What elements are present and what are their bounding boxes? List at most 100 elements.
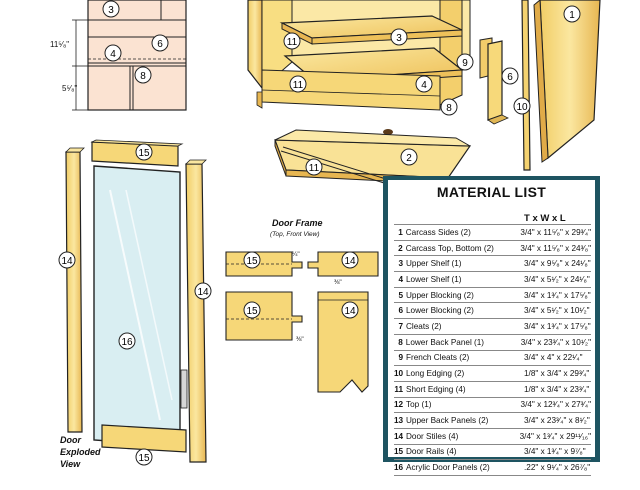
material-row-part: Lower Blocking (2) <box>406 306 474 316</box>
material-row-part: Lower Shelf (1) <box>406 274 462 284</box>
material-row-dimensions: 3/4" x 23³⁄₄" x 10¹⁄₂" <box>520 337 591 347</box>
svg-text:6: 6 <box>157 39 163 50</box>
material-row-dimensions: 3/4" x 1³⁄₄" x 9⁷⁄₈" <box>524 447 586 457</box>
callout-4-elev: 4 <box>104 44 122 62</box>
callout-14-df-bot: 14 <box>341 301 359 319</box>
long-edging <box>521 0 531 171</box>
material-list-header: T x W x L <box>524 213 566 224</box>
material-row-part: Top (1) <box>406 400 432 410</box>
callout-6-elev: 6 <box>151 34 169 52</box>
material-row-number: 4 <box>398 274 403 284</box>
back-elevation <box>72 0 187 111</box>
door-frame-detail <box>225 251 379 393</box>
svg-text:4: 4 <box>421 80 427 91</box>
callout-6-cab: 6 <box>501 67 519 85</box>
svg-text:15: 15 <box>138 148 150 159</box>
svg-text:11: 11 <box>309 163 320 174</box>
callout-14-right: 14 <box>194 282 212 300</box>
material-row-number: 5 <box>398 290 403 300</box>
material-row-part: Carcass Sides (2) <box>405 227 471 237</box>
svg-text:14: 14 <box>197 287 209 298</box>
svg-text:8: 8 <box>140 71 146 82</box>
material-row-part: French Cleats (2) <box>406 353 470 363</box>
svg-text:14: 14 <box>61 256 73 267</box>
material-row-part: Acrylic Door Panels (2) <box>406 463 490 473</box>
grommet-hole <box>383 129 393 135</box>
material-row-dimensions: 3/4" x 11⁵⁄₈" x 24³⁄₈" <box>520 243 591 253</box>
material-row-dimensions: 3/4" x 1³⁄₄" x 29¹¹⁄₁₆" <box>519 431 591 441</box>
svg-text:2: 2 <box>406 153 412 164</box>
material-row-dimensions: .22" x 9¹⁄₄" x 26⁷⁄₈" <box>524 463 591 473</box>
svg-text:8: 8 <box>446 103 452 114</box>
callout-2: 2 <box>400 148 418 166</box>
material-row-dimensions: 1/8" x 3/4" x 23³⁄₄" <box>524 384 590 394</box>
material-row-part: Upper Blocking (2) <box>406 290 474 300</box>
blocking-pieces <box>479 37 509 125</box>
material-row-dimensions: 3/4" x 23³⁄₄" x 8¹⁄₂" <box>524 416 590 426</box>
material-row-part: Upper Back Panels (2) <box>406 416 489 426</box>
svg-text:9: 9 <box>462 58 468 69</box>
svg-text:3: 3 <box>396 33 402 44</box>
callout-11-a: 11 <box>283 32 301 50</box>
callout-9: 9 <box>456 53 474 71</box>
callout-3-cab: 3 <box>390 28 408 46</box>
callout-4-cab: 4 <box>415 75 433 93</box>
callout-15-top: 15 <box>135 143 153 161</box>
material-row-dimensions: 1/8" x 3/4" x 29³⁄₄" <box>524 369 590 379</box>
material-row-number: 3 <box>398 259 403 269</box>
svg-text:1: 1 <box>569 10 575 21</box>
svg-text:6: 6 <box>507 72 513 83</box>
material-row-number: 15 <box>394 447 404 457</box>
callout-15-df-top: 15 <box>243 251 261 269</box>
carcass-side <box>533 0 601 163</box>
svg-text:15: 15 <box>246 306 258 317</box>
callout-14-df-top: 14 <box>341 251 359 269</box>
material-list-title: MATERIAL LIST <box>436 184 547 200</box>
svg-text:11: 11 <box>287 37 298 48</box>
callout-3-elev: 3 <box>102 0 120 18</box>
callout-16: 16 <box>118 332 136 350</box>
callout-11-c: 11 <box>305 158 323 176</box>
material-row-number: 9 <box>398 353 403 363</box>
door-frame-dim-b: ⅜" <box>334 279 342 286</box>
door-label-line1: Door <box>60 435 81 445</box>
material-row-number: 10 <box>394 369 404 379</box>
material-row-part: Door Stiles (4) <box>406 431 459 441</box>
svg-text:4: 4 <box>110 49 116 60</box>
material-row-dimensions: 3/4" x 4" x 22¹⁄₄" <box>524 353 583 363</box>
material-row-number: 7 <box>398 321 403 331</box>
callout-8-elev: 8 <box>134 66 152 84</box>
height-upper-dimension: 11⁵⁄₈" <box>50 40 69 49</box>
svg-text:14: 14 <box>344 256 356 267</box>
callouts: 3 4 6 8 1 3 11 11 4 9 6 8 10 2 11 15 14 … <box>58 0 581 466</box>
svg-text:15: 15 <box>138 453 150 464</box>
door-frame-dim-c: ⅜" <box>296 336 304 343</box>
svg-text:3: 3 <box>108 5 114 16</box>
svg-text:16: 16 <box>121 337 133 348</box>
svg-text:15: 15 <box>246 256 258 267</box>
svg-text:11: 11 <box>293 80 304 91</box>
door-handle <box>180 369 188 409</box>
svg-text:10: 10 <box>516 102 528 113</box>
material-row-number: 2 <box>398 243 403 253</box>
door-frame-dim-a: ¼" <box>292 251 300 258</box>
material-row-part: Long Edging (2) <box>406 369 465 379</box>
material-row-part: Lower Back Panel (1) <box>405 337 485 347</box>
material-row-dimensions: 3/4" x 9⁵⁄₈" x 24¹⁄₈" <box>524 259 591 269</box>
material-row-number: 14 <box>394 431 404 441</box>
door-exploded <box>65 139 207 463</box>
material-row-dimensions: 3/4" x 5¹⁄₂" x 24¹⁄₈" <box>524 274 590 284</box>
